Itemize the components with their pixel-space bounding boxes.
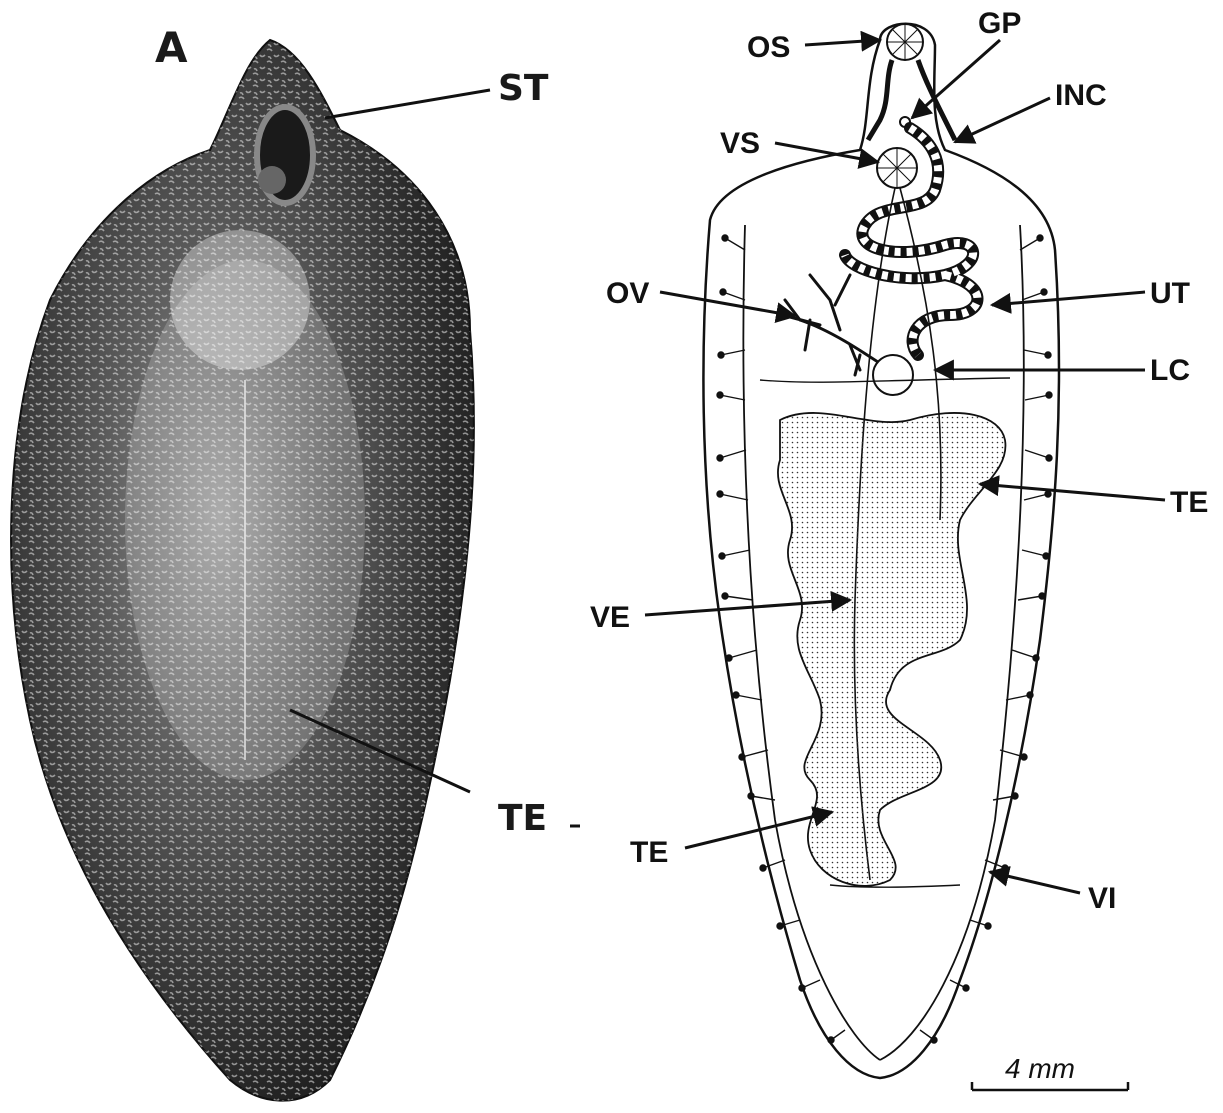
label-lc: LC	[1150, 354, 1190, 387]
label-vs: VS	[720, 127, 760, 160]
label-ut: UT	[1150, 277, 1190, 310]
st-pointer-line	[325, 90, 490, 118]
label-ov: OV	[606, 277, 649, 310]
label-te-right: TE	[1170, 486, 1208, 519]
label-te-left-panel: TE	[498, 798, 547, 839]
label-te-left: TE	[630, 836, 668, 869]
right-diagram: OS GP INC VS OV UT LC TE VE TE VI 4 mm	[590, 7, 1208, 1090]
label-os: OS	[747, 31, 790, 64]
label-gp: GP	[978, 7, 1021, 40]
vi-arrow	[990, 872, 1080, 893]
inc-arrow	[955, 98, 1050, 142]
scale-bar: 4 mm	[972, 1053, 1128, 1090]
laurer-canal	[873, 355, 913, 395]
label-inc: INC	[1055, 79, 1107, 112]
label-vi: VI	[1088, 882, 1116, 915]
panel-letter-a: A	[155, 23, 188, 72]
left-specimen: A ST TE	[11, 23, 580, 1101]
label-st: ST	[498, 68, 549, 109]
scale-bar-label: 4 mm	[1005, 1053, 1075, 1084]
label-ve: VE	[590, 601, 630, 634]
os-arrow	[805, 40, 880, 45]
